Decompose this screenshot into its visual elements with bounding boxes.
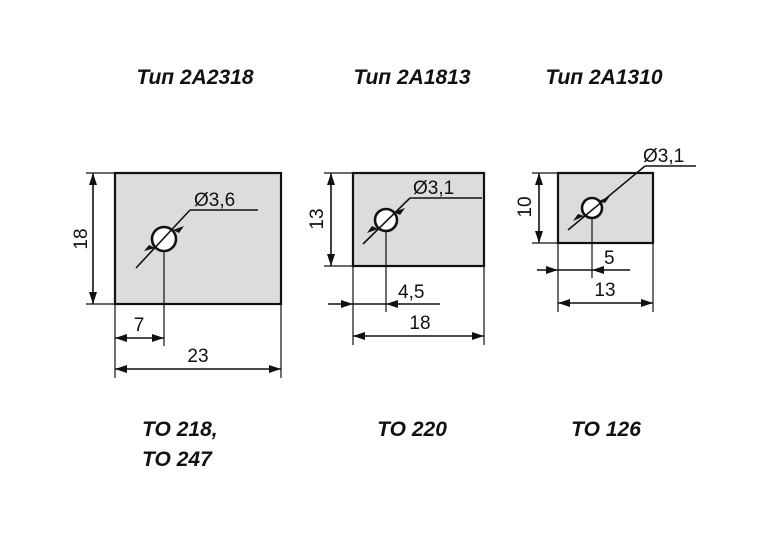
plate-2-diameter-arrow-a	[367, 226, 378, 233]
plate-1-title: Тип 2А2318	[136, 66, 253, 89]
plate-1-package-line-1: ТО 218,	[142, 418, 218, 441]
plate-2-width-arrow-left	[353, 332, 365, 340]
plate-3-diameter-arrow-a	[573, 214, 584, 221]
plate-1-diameter-leader	[135, 209, 191, 269]
plate-1-height-label: 18	[71, 228, 92, 249]
plate-2-diameter-arrow-b	[394, 208, 405, 215]
plate-1-package-line-2: ТО 247	[142, 448, 213, 471]
plate-2-width-label: 18	[409, 313, 430, 334]
plate-3-title: Тип 2А1310	[545, 66, 662, 89]
plate-3-body	[556, 171, 655, 245]
plate-1-height-arrow-top	[89, 173, 97, 185]
plate-1-body	[113, 171, 283, 306]
plate-3-height-label: 10	[515, 196, 536, 217]
plate-1-offset-arrow-right	[152, 334, 164, 342]
plate-2-height-arrow-bottom	[327, 254, 335, 266]
plate-1-width-label: 23	[187, 346, 208, 367]
plate-3-package-line-1: ТО 126	[571, 418, 641, 441]
plate-2-offset-arrow-right	[386, 300, 398, 308]
plate-2-diameter-label: Ø3,1	[413, 178, 454, 199]
plate-2-width-arrow-right	[472, 332, 484, 340]
plate-3-width-arrow-right	[641, 299, 653, 307]
plate-3-height-arrow-top	[535, 173, 543, 185]
plate-3-diameter-arrow-b	[599, 196, 610, 203]
plate-2-height-label: 13	[307, 208, 328, 229]
plate-2a1310: Тип 2А1310 Ø3,1 10 5 13 ТО 126	[515, 66, 696, 441]
plate-2-title: Тип 2А1813	[353, 66, 470, 89]
plate-1-width-arrow-left	[115, 365, 127, 373]
plate-3-width-arrow-left	[558, 299, 570, 307]
plate-2a1813: Тип 2А1813 Ø3,1 13 4,5 18 ТО 220	[307, 66, 486, 441]
plate-3-offset-arrow-right	[592, 266, 604, 274]
plate-2-package-line-1: ТО 220	[377, 418, 447, 441]
plate-2-diameter-leader	[362, 197, 411, 245]
plate-2a2318: Тип 2А2318 Ø3,6 18 7 23 ТО 218, ТО 247	[71, 66, 283, 471]
plate-1-diameter-arrow-b	[173, 226, 184, 233]
plate-1-diameter-arrow-a	[144, 245, 155, 251]
plate-2-offset-label: 4,5	[398, 282, 424, 303]
plate-3-offset-label: 5	[604, 248, 615, 269]
plate-2-offset-arrow-left	[341, 300, 353, 308]
plate-2-height-arrow-top	[327, 173, 335, 185]
plate-1-offset-arrow-left	[115, 334, 127, 342]
plate-2-mounting-hole	[373, 207, 399, 233]
plate-3-width-label: 13	[594, 280, 615, 301]
plate-1-height-arrow-bottom	[89, 292, 97, 304]
plate-1-diameter-label: Ø3,6	[194, 190, 235, 211]
plate-3-diameter-label: Ø3,1	[643, 146, 684, 167]
plate-1-width-arrow-right	[269, 365, 281, 373]
plate-1-offset-label: 7	[134, 315, 145, 336]
plate-3-height-arrow-bottom	[535, 231, 543, 243]
plate-3-offset-arrow-left	[546, 266, 558, 274]
